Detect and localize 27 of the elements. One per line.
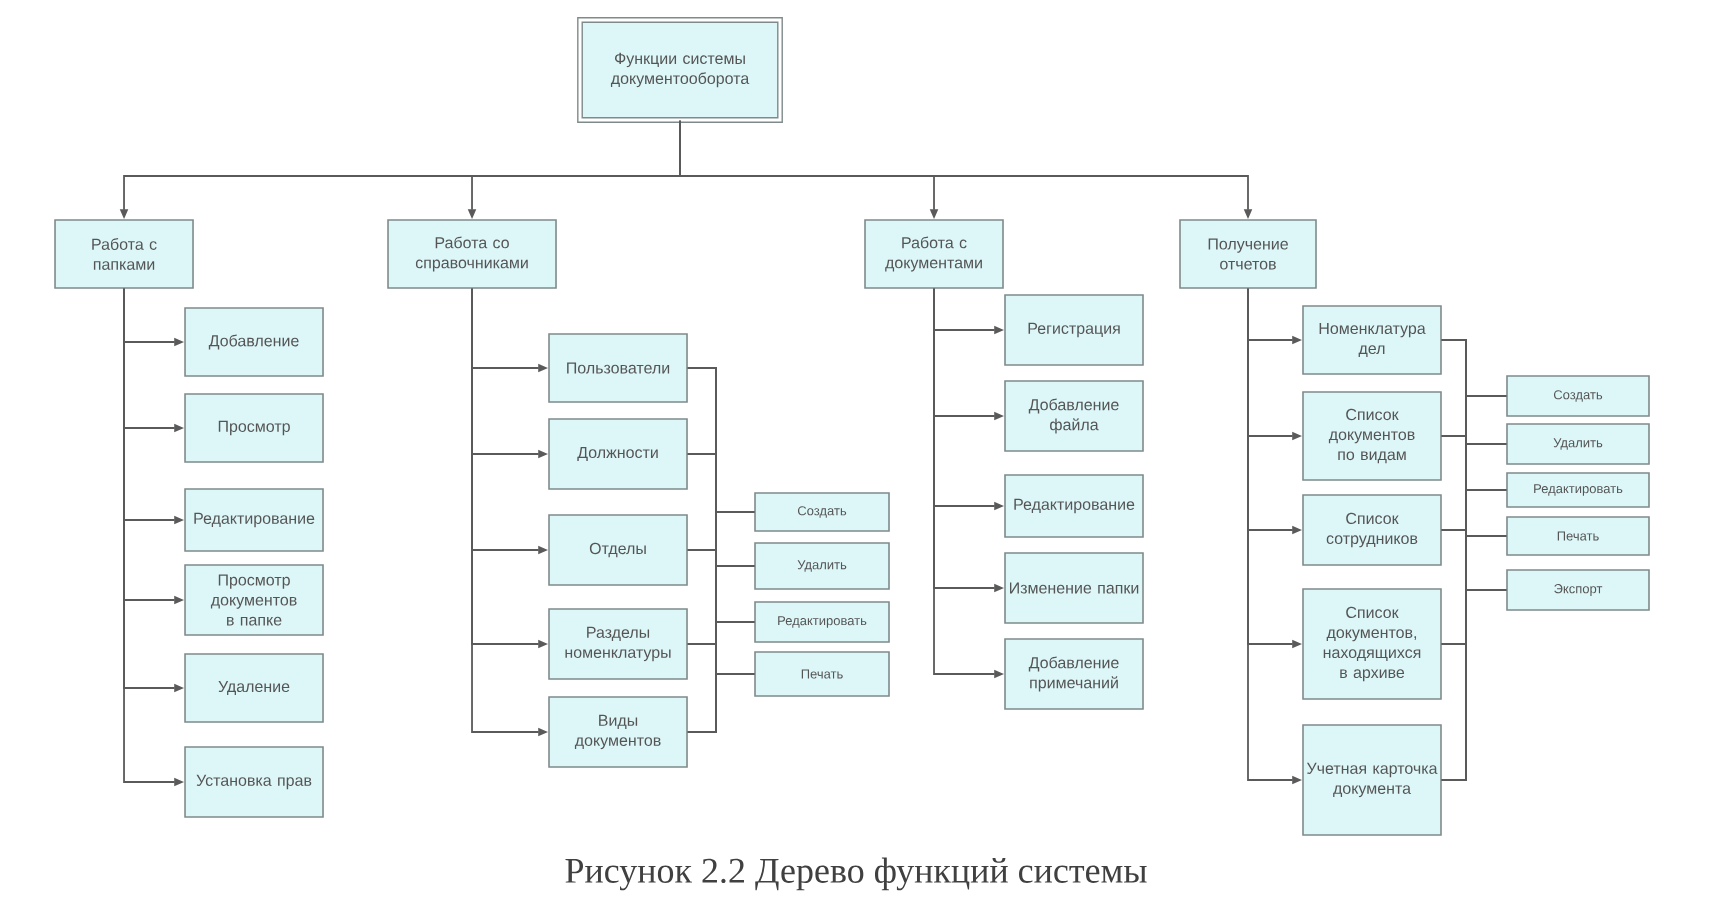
function-box: Добавление файла	[1004, 380, 1144, 452]
function-box: Удаление	[184, 653, 324, 723]
function-box: Изменение папки	[1004, 552, 1144, 624]
function-box: Должности	[548, 418, 688, 490]
category-box: Работа со справочниками	[387, 219, 557, 289]
function-box: Список документов, находящихся в архиве	[1302, 588, 1442, 700]
function-box: Просмотр документов в папке	[184, 564, 324, 636]
function-box: Регистрация	[1004, 294, 1144, 366]
caption: Рисунок 2.2 Дерево функций системы	[565, 857, 1147, 891]
function-box: Список сотрудников	[1302, 494, 1442, 566]
function-box: Установка прав	[184, 746, 324, 818]
root-box: Функции системы документооборота	[577, 17, 783, 123]
function-box: Добавление	[184, 307, 324, 377]
function-box: Пользователи	[548, 333, 688, 403]
function-box: Номенклатура дел	[1302, 305, 1442, 375]
function-box: Список документов по видам	[1302, 391, 1442, 481]
function-box: Отделы	[548, 514, 688, 586]
function-box: Учетная карточка документа	[1302, 724, 1442, 836]
category-box: Работа с документами	[864, 219, 1004, 289]
function-box: Просмотр	[184, 393, 324, 463]
function-box: Добавление примечаний	[1004, 638, 1144, 710]
category-box: Работа с папками	[54, 219, 194, 289]
function-box: Редактирование	[184, 488, 324, 552]
function-box: Редактирование	[1004, 474, 1144, 538]
category-box: Получение отчетов	[1179, 219, 1317, 289]
function-box: Виды документов	[548, 696, 688, 768]
function-box: Разделы номенклатуры	[548, 608, 688, 680]
